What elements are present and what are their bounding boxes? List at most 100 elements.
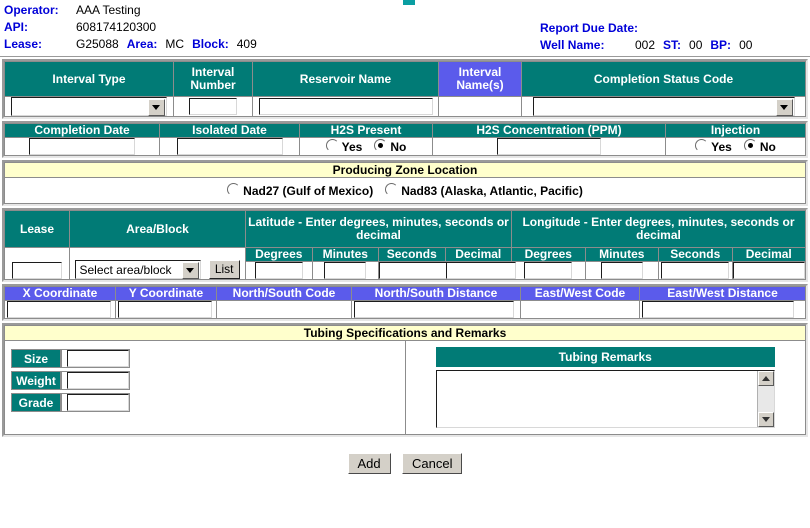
- injection-yes-radio[interactable]: Yes: [695, 139, 732, 154]
- injection-no-radio[interactable]: No: [743, 139, 776, 154]
- nad27-radio[interactable]: Nad27 (Gulf of Mexico): [227, 183, 373, 198]
- interval-type-cell: [4, 96, 174, 117]
- north-south-distance-input[interactable]: [354, 301, 514, 319]
- producing-zone-table: Producing Zone Location Nad27 (Gulf of M…: [4, 162, 806, 204]
- tubing-size-input[interactable]: [67, 350, 129, 368]
- radio-unselected-icon: [695, 139, 709, 152]
- north-south-code-header: North/South Code: [216, 286, 352, 302]
- latitude-minutes-cell: [311, 261, 379, 281]
- radio-unselected-icon: [385, 183, 399, 196]
- x-coordinate-cell: [4, 300, 116, 320]
- tubing-section-title: Tubing Specifications and Remarks: [4, 325, 806, 342]
- reservoir-name-header: Reservoir Name: [252, 61, 439, 97]
- nad83-radio[interactable]: Nad83 (Alaska, Atlantic, Pacific): [385, 183, 583, 198]
- latitude-decimal-cell: [444, 261, 516, 281]
- latitude-minutes-input[interactable]: [324, 262, 367, 280]
- tubing-weight-input[interactable]: [67, 372, 129, 390]
- location-value-row: [5, 261, 806, 281]
- location-table: Lease Area/Block Latitude - Enter degree…: [4, 210, 806, 281]
- interval-number-input[interactable]: [189, 98, 237, 115]
- lease-label: Lease:: [4, 37, 43, 51]
- tubing-weight-label: Weight: [11, 371, 61, 391]
- scroll-down-icon[interactable]: [758, 412, 774, 428]
- h2s-concentration-cell: [432, 137, 666, 156]
- cancel-button[interactable]: Cancel: [402, 453, 463, 475]
- location-lease-input[interactable]: [12, 262, 62, 279]
- well-name-label: Well Name:: [540, 38, 605, 52]
- longitude-minutes-input[interactable]: [600, 262, 643, 280]
- latitude-seconds-input[interactable]: [379, 262, 447, 280]
- h2s-no-radio[interactable]: No: [374, 139, 406, 154]
- latitude-degrees-cell: [245, 261, 313, 281]
- dates-value-row: Yes No Yes No: [4, 137, 806, 156]
- east-west-distance-input[interactable]: [642, 301, 794, 319]
- area-block-select[interactable]: Select area/block: [75, 260, 202, 280]
- interval-names-header: Interval Name(s): [438, 61, 522, 97]
- longitude-degrees-input[interactable]: [524, 262, 573, 280]
- add-button[interactable]: Add: [347, 453, 391, 475]
- api-value: 608174120300: [76, 20, 157, 34]
- location-subheader-row: Select area/block List Degrees Minutes S…: [4, 246, 806, 281]
- tubing-table: Tubing Specifications and Remarks Size W…: [4, 325, 806, 436]
- y-coordinate-cell: [115, 300, 217, 320]
- tubing-remarks-cell: Tubing Remarks: [404, 340, 806, 436]
- h2s-yes-label: Yes: [341, 140, 363, 154]
- injection-no-label: No: [759, 140, 776, 154]
- api-row: API:608174120300: [4, 19, 404, 36]
- nad83-label: Nad83 (Alaska, Atlantic, Pacific): [401, 184, 583, 198]
- longitude-seconds-input[interactable]: [661, 262, 730, 280]
- reservoir-name-input[interactable]: [258, 98, 433, 115]
- longitude-degrees-cell: [511, 261, 586, 281]
- interval-number-header: Interval Number: [173, 61, 253, 97]
- h2s-concentration-input[interactable]: [497, 138, 601, 155]
- longitude-degrees-header: Degrees: [511, 246, 586, 263]
- chevron-down-icon: [148, 99, 165, 116]
- location-lease-header: Lease: [4, 210, 70, 248]
- operator-label: Operator:: [4, 3, 59, 17]
- coordinates-section: X Coordinate Y Coordinate North/South Co…: [2, 284, 808, 322]
- interval-type-header: Interval Type: [4, 61, 174, 97]
- completion-date-input[interactable]: [29, 138, 135, 155]
- textarea-scrollbar[interactable]: [757, 371, 774, 428]
- longitude-decimal-input[interactable]: [732, 262, 805, 280]
- tubing-grade-cell: [61, 393, 130, 413]
- completion-status-code-header: Completion Status Code: [521, 61, 806, 97]
- latitude-degrees-input[interactable]: [254, 262, 303, 280]
- completion-status-code-select[interactable]: [532, 97, 795, 116]
- radio-unselected-icon: [227, 183, 241, 196]
- dates-h2s-table: Completion Date Isolated Date H2S Presen…: [4, 123, 806, 156]
- tubing-title-row: Tubing Specifications and Remarks: [4, 325, 806, 342]
- bp-label: BP:: [710, 38, 732, 52]
- east-west-code-header: East/West Code: [520, 286, 640, 302]
- report-due-date-label: Report Due Date:: [540, 21, 639, 35]
- interval-number-cell: [173, 96, 253, 117]
- x-coordinate-input[interactable]: [7, 301, 111, 319]
- tubing-remarks-textarea[interactable]: [435, 370, 775, 429]
- latitude-decimal-input[interactable]: [445, 262, 516, 280]
- h2s-present-cell: Yes No: [299, 137, 433, 156]
- latitude-degrees-header: Degrees: [245, 246, 313, 263]
- tubing-grade-input[interactable]: [67, 394, 129, 412]
- h2s-present-header: H2S Present: [299, 123, 433, 138]
- isolated-date-input[interactable]: [176, 138, 283, 155]
- longitude-decimal-header: Decimal: [731, 246, 806, 263]
- h2s-yes-radio[interactable]: Yes: [325, 139, 363, 154]
- y-coordinate-input[interactable]: [118, 301, 212, 319]
- dates-header-row: Completion Date Isolated Date H2S Presen…: [4, 123, 806, 138]
- producing-zone-options-row: Nad27 (Gulf of Mexico) Nad83 (Alaska, Atl…: [4, 177, 806, 204]
- tubing-size-cell: [61, 349, 130, 369]
- area-block-list-button[interactable]: List: [208, 260, 240, 279]
- latitude-minutes-header: Minutes: [311, 246, 379, 263]
- tubing-grade-row: Grade: [11, 393, 130, 413]
- producing-zone-section: Producing Zone Location Nad27 (Gulf of M…: [2, 160, 808, 206]
- block-value: 409: [236, 37, 257, 51]
- completion-date-header: Completion Date: [4, 123, 160, 138]
- interval-header-row: Interval Type Interval Number Reservoir …: [4, 61, 806, 97]
- producing-zone-title: Producing Zone Location: [4, 162, 806, 178]
- bp-value: 00: [739, 38, 753, 52]
- tubing-weight-cell: [61, 371, 130, 391]
- interval-type-select[interactable]: [11, 97, 167, 116]
- scroll-up-icon[interactable]: [758, 371, 774, 387]
